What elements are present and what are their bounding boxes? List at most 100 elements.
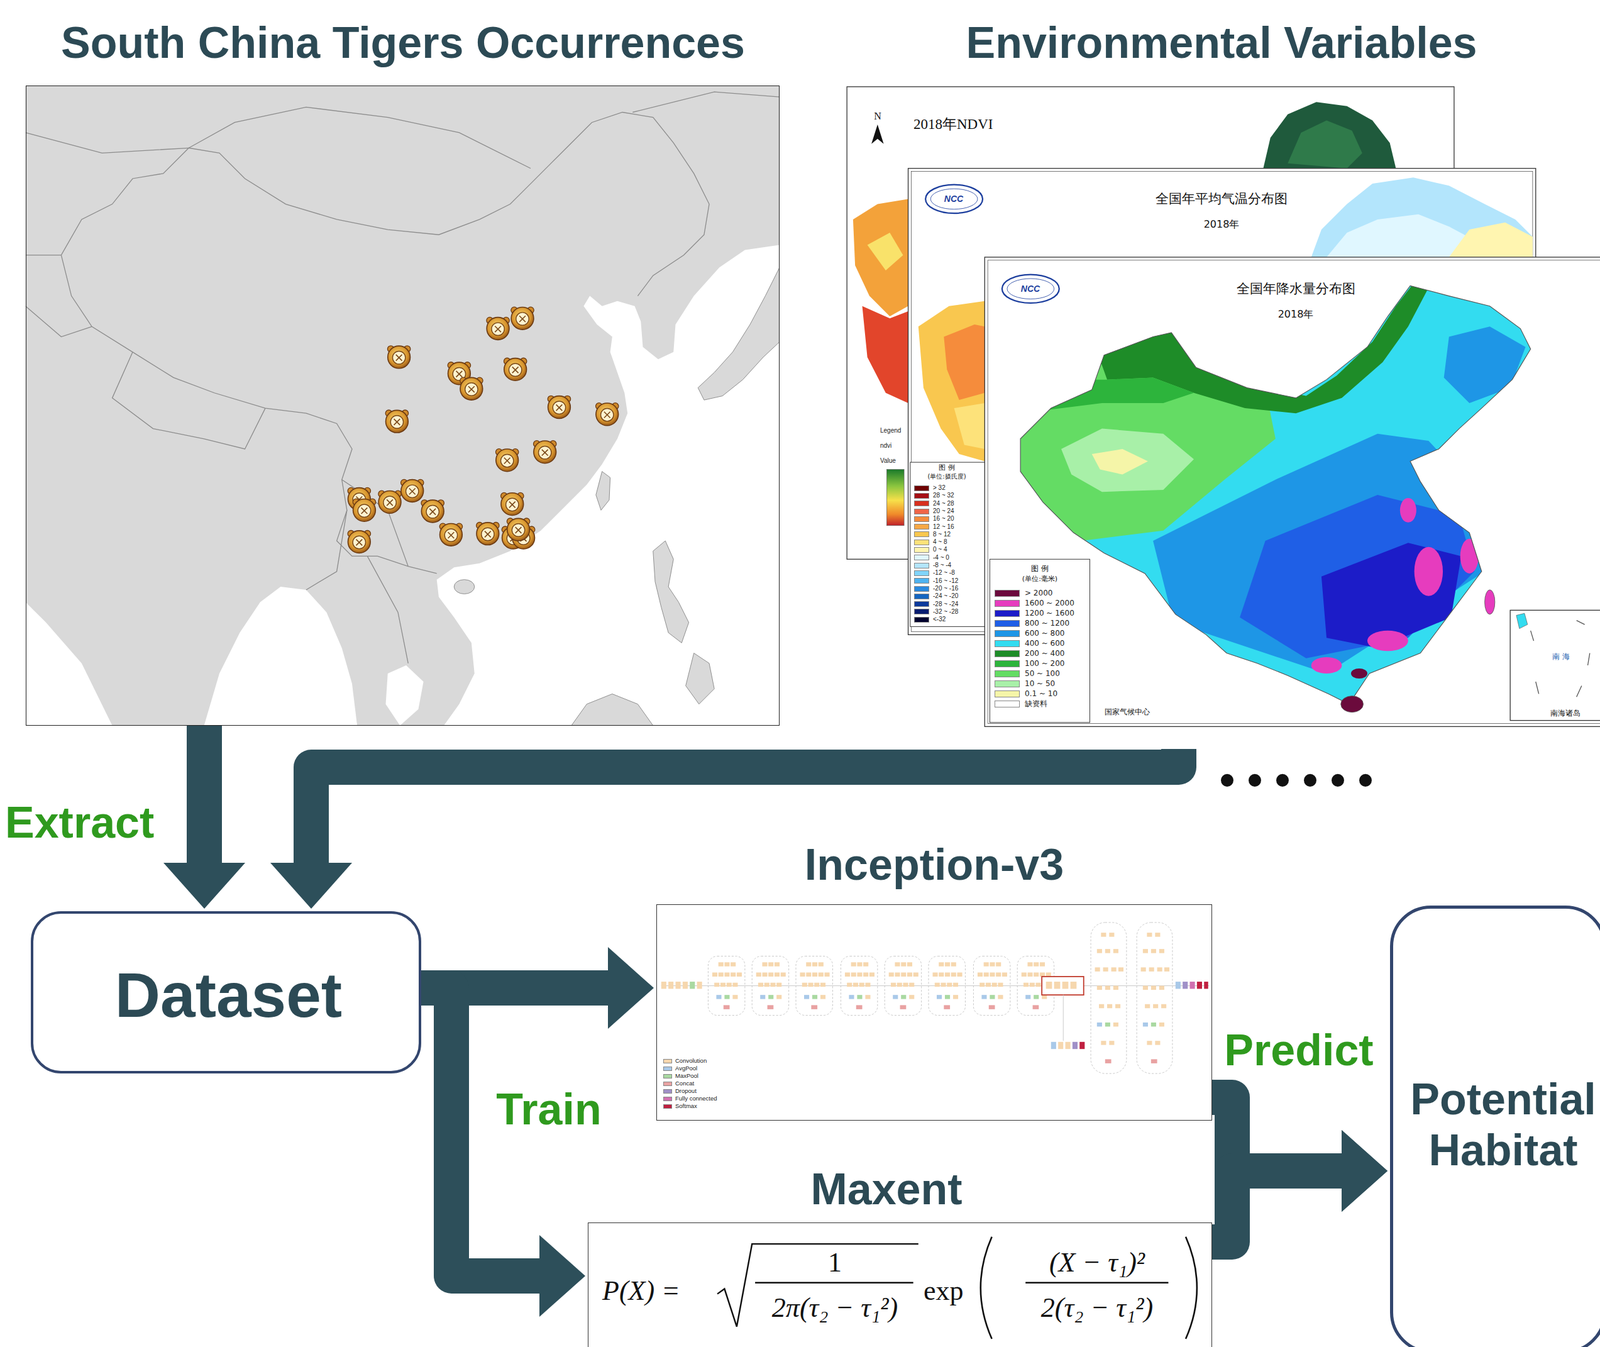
legend-swatch xyxy=(663,1096,673,1101)
formula-term: 1 xyxy=(827,1248,842,1277)
tiger-occurrence-icon xyxy=(387,345,410,369)
legend-swatch xyxy=(994,599,1020,607)
legend-swatch xyxy=(994,680,1020,688)
formula-term: exp xyxy=(923,1276,964,1305)
legend-swatch xyxy=(663,1088,673,1094)
model-frame xyxy=(656,904,1213,1121)
legend-swatch xyxy=(914,492,930,499)
tiger-occurrence-icon xyxy=(495,448,519,472)
panel-heading: Maxent xyxy=(810,1163,962,1215)
network-diagram xyxy=(1051,1041,1057,1049)
legend-item: -8 ~ -4 xyxy=(914,561,915,569)
country-border xyxy=(60,255,437,574)
tiger-occurrence-icon xyxy=(511,306,534,330)
map-credit: 国家气候中心 xyxy=(1104,707,1150,717)
legend-item: -16 ~ -12 xyxy=(914,577,915,585)
legend-swatch xyxy=(994,629,1020,637)
asia-map xyxy=(25,601,113,725)
ndvi-map xyxy=(862,306,909,403)
legend-text: -20 ~ -16 xyxy=(932,584,959,593)
legend-text: 200 ~ 400 xyxy=(1024,648,1065,659)
precipitation-field xyxy=(1414,546,1443,596)
legend-item: -20 ~ -16 xyxy=(914,584,915,593)
legend-text: <-32 xyxy=(932,615,946,624)
map-frame xyxy=(25,85,780,726)
legend-text: Dropout xyxy=(675,1086,697,1095)
asia-map xyxy=(436,244,780,725)
legend-swatch xyxy=(994,650,1020,657)
network-diagram xyxy=(661,922,1210,1074)
legend-text: 10 ~ 50 xyxy=(1024,678,1055,689)
inset-boundary xyxy=(1576,620,1585,625)
legend-swatch xyxy=(914,546,930,553)
flow-arrow xyxy=(1212,1170,1342,1242)
legend-text: MaxPool xyxy=(675,1071,699,1080)
legend-swatch xyxy=(994,609,1020,617)
legend-swatch xyxy=(914,570,930,576)
asia-map xyxy=(653,540,690,643)
legend-item: -28 ~ -24 xyxy=(914,600,915,608)
tiger-occurrence-icon xyxy=(595,402,619,426)
network-diagram xyxy=(661,981,667,989)
legend-swatch xyxy=(994,619,1020,627)
legend-item: 50 ~ 100 xyxy=(994,668,996,679)
formula-term: P(X) = xyxy=(602,1276,681,1305)
precipitation-field xyxy=(1444,326,1526,403)
precipitation-field xyxy=(1367,630,1409,651)
precipitation-map xyxy=(987,260,1600,724)
temperature-map-card: 全国年平均气温分布图2018年 xyxy=(907,168,1536,635)
legend-text: 0 ~ 4 xyxy=(932,545,948,554)
legend-swatch xyxy=(914,608,930,615)
inset-boundary xyxy=(1530,630,1534,641)
legend-text: Softmax xyxy=(675,1102,698,1110)
asia-map xyxy=(25,85,780,725)
legend-swatch xyxy=(663,1081,673,1086)
network-diagram xyxy=(1017,955,1054,1015)
legend-item: 28 ~ 32 xyxy=(914,491,915,500)
asia-map xyxy=(685,653,715,705)
legend-text: > 32 xyxy=(932,484,946,492)
legend-swatch xyxy=(914,585,930,592)
legend-swatch xyxy=(914,562,930,569)
legend-item: Softmax xyxy=(663,1102,664,1110)
asia-map xyxy=(571,693,654,725)
legend-text: Fully connected xyxy=(675,1094,718,1103)
formula-strokes xyxy=(717,1236,1198,1339)
precipitation-field xyxy=(1460,538,1479,574)
tiger-occurrence-icon xyxy=(506,518,530,541)
legend-text: 50 ~ 100 xyxy=(1024,668,1060,679)
legend-item: 100 ~ 200 xyxy=(994,658,996,669)
tiger-occurrence-icon xyxy=(421,499,444,523)
precipitation-field xyxy=(1061,428,1194,493)
legend-item: -24 ~ -20 xyxy=(914,592,915,600)
legend-swatch xyxy=(914,554,930,561)
legend-text: 28 ~ 32 xyxy=(932,491,955,500)
north-arrow-label: N xyxy=(873,110,882,122)
precipitation-field xyxy=(1010,377,1194,414)
legend-text: 24 ~ 28 xyxy=(932,499,955,508)
network-diagram xyxy=(1070,981,1077,989)
formula-term: (X − τ₁)² xyxy=(1049,1248,1145,1277)
map-legend-heading: 图 例 xyxy=(1031,564,1049,574)
country-border xyxy=(188,106,531,168)
dataset-box: Dataset xyxy=(30,910,422,1074)
legend-item: 20 ~ 24 xyxy=(914,507,915,515)
network-diagram xyxy=(1190,981,1196,989)
flow-arrow xyxy=(186,725,222,863)
network-diagram xyxy=(1058,1041,1064,1049)
map-legend-unit: (单位:摄氏度) xyxy=(927,472,966,481)
legend-swatch xyxy=(994,690,1020,698)
result-box: Potential Habitat xyxy=(1390,905,1600,1347)
legend-text: 800 ~ 1200 xyxy=(1024,617,1070,629)
legend-item: 200 ~ 400 xyxy=(994,648,996,659)
legend-text: 20 ~ 24 xyxy=(932,507,955,515)
legend-swatch xyxy=(914,485,930,492)
precipitation-map xyxy=(1510,609,1600,720)
tiger-occurrence-icon xyxy=(378,490,402,514)
legend-item: AvgPool xyxy=(663,1064,664,1072)
precipitation-map xyxy=(1340,695,1364,713)
tiger-occurrence-icon xyxy=(352,498,376,522)
